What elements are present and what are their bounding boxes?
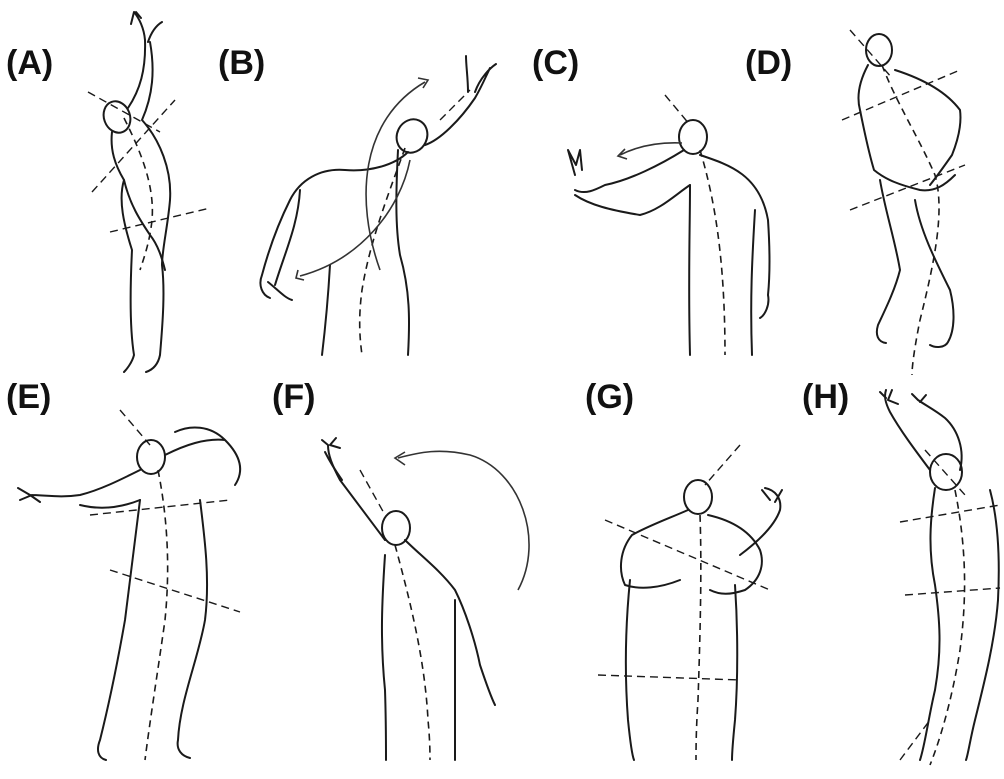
figure-e xyxy=(18,410,240,760)
figure-b xyxy=(260,56,496,355)
figure-c xyxy=(568,95,770,355)
figure-g xyxy=(598,445,782,760)
figure-a xyxy=(88,12,210,372)
figure-h xyxy=(880,390,1000,765)
figure-d xyxy=(842,30,965,375)
figure-f xyxy=(322,438,529,760)
